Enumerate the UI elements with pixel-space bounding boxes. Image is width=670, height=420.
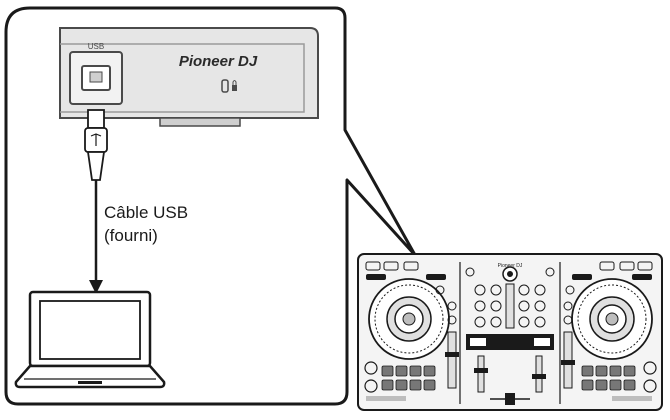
kensington-lock-icon	[221, 79, 237, 93]
cable-label-line1: Câble USB	[104, 203, 189, 222]
usb-port-label: USB	[88, 42, 104, 51]
laptop-icon	[14, 290, 166, 389]
left-deck	[364, 261, 459, 401]
controller-brand-logo: Pioneer DJ	[498, 263, 523, 269]
usb-port	[69, 51, 123, 105]
cable-label-line2: (fourni)	[104, 226, 158, 245]
arrow-down-icon	[89, 280, 103, 294]
dj-controller: Pioneer DJ	[357, 253, 663, 411]
device-brand-logo: Pioneer DJ	[179, 53, 258, 70]
right-deck	[561, 261, 657, 401]
rear-panel-closeup: USB Pioneer DJ	[59, 27, 319, 127]
mixer-section	[465, 266, 555, 405]
usb-cable-plug	[84, 109, 108, 181]
